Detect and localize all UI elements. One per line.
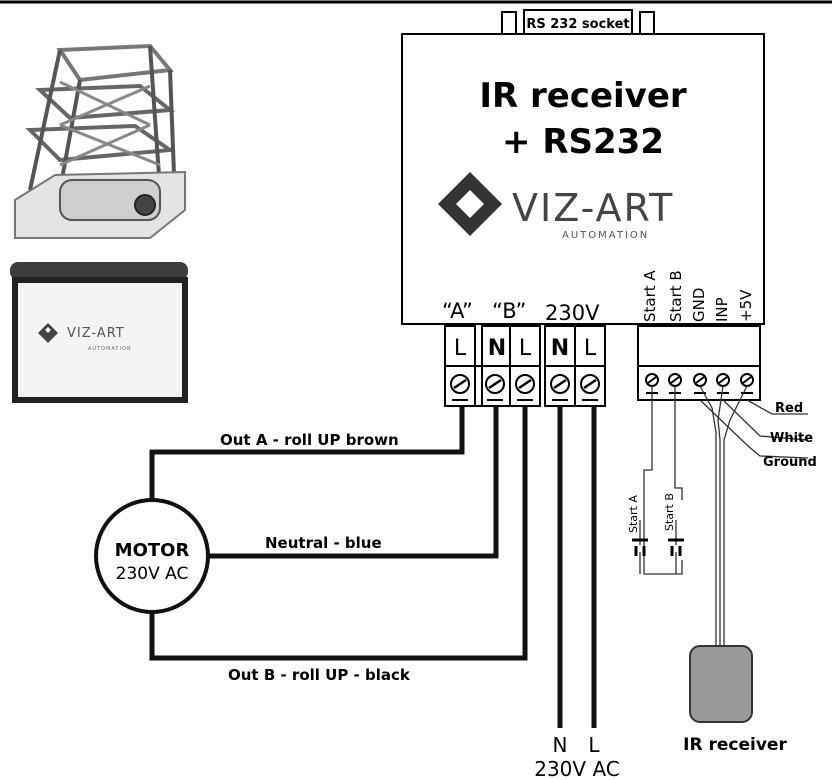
wire-label-neutral: Neutral - blue <box>265 534 382 552</box>
rs232-socket-label: RS 232 socket <box>526 17 629 32</box>
push-button-switch-icon <box>668 538 684 556</box>
switch-label-start-b: Start B <box>663 493 676 531</box>
box-title-line1: IR receiver <box>479 76 687 116</box>
projection-screen-illustration: VIZ-ART AUTOMATION <box>10 262 188 403</box>
terminal-group-power-label: 230V <box>545 301 600 325</box>
box-title-line2: + RS232 <box>502 122 664 162</box>
ir-wire-label-ground: Ground <box>763 455 817 470</box>
ir-wire-label-red: Red <box>775 401 803 416</box>
switch-label-start-a: Start A <box>627 495 640 533</box>
screen-brand: VIZ-ART <box>67 326 125 341</box>
motor-label: MOTOR <box>115 540 190 561</box>
motor: MOTOR 230V AC <box>94 498 210 614</box>
socket-screw-left <box>501 11 517 35</box>
ir-receiver-device: IR receiver <box>683 645 787 755</box>
signal-label-start-b: Start B <box>667 270 685 322</box>
motor-wiring: Out A - roll UP brown Neutral - blue Out… <box>149 406 528 684</box>
mains-l-label: L <box>588 733 600 757</box>
start-switches: Start A Start B <box>627 386 684 575</box>
projector-lift-illustration <box>14 43 186 239</box>
power-terminal-block: L N L N L <box>444 325 606 407</box>
signal-label-start-a: Start A <box>641 270 659 322</box>
mains-n-label: N <box>553 733 568 757</box>
wire-label-out-a: Out A - roll UP brown <box>220 431 399 449</box>
terminal-slot-a-l: L <box>454 336 467 361</box>
ir-receiver-label: IR receiver <box>683 735 787 755</box>
ir-wire-label-white: White <box>770 431 813 446</box>
ir-receiver-cable: Red White Ground <box>699 385 817 646</box>
signal-label-gnd: GND <box>690 288 708 322</box>
mains-voltage-label: 230V AC <box>534 757 620 780</box>
box-brand-sub: AUTOMATION <box>562 230 649 241</box>
terminal-slot-power-l: L <box>584 336 597 361</box>
mains-input: N L 230V AC <box>534 406 620 780</box>
rs232-socket <box>523 9 633 35</box>
signal-terminal-block <box>637 325 761 401</box>
wire-label-out-b: Out B - roll UP - black <box>228 666 411 684</box>
terminal-slot-b-n: N <box>488 336 506 361</box>
terminal-slot-power-n: N <box>551 336 569 361</box>
push-button-switch-icon <box>632 538 648 556</box>
box-brand: VIZ-ART <box>512 186 674 230</box>
socket-screw-right <box>639 11 655 35</box>
viz-art-logo-icon <box>438 172 502 236</box>
control-box: RS 232 socket IR receiver + RS232 VIZ-AR… <box>401 9 765 325</box>
terminal-slot-b-l: L <box>519 336 532 361</box>
screen-brand-sub: AUTOMATION <box>88 346 132 352</box>
signal-label-inp: INP <box>713 297 731 322</box>
motor-voltage-label: 230V AC <box>116 564 189 584</box>
terminal-group-b-label: “B” <box>492 299 526 323</box>
terminal-group-a-label: “A” <box>442 299 473 323</box>
signal-label-5v: +5V <box>737 289 755 322</box>
